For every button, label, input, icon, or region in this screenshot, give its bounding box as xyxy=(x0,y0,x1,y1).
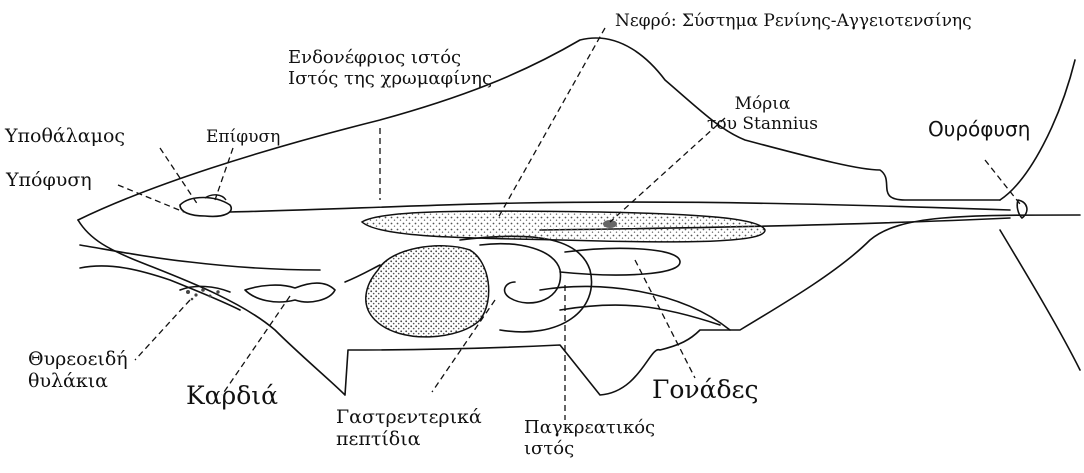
label-gonads: Γονάδες xyxy=(652,376,758,405)
label-gi-line1: Γαστρεντερικά xyxy=(336,407,482,429)
brain xyxy=(180,198,231,217)
intestine-loop xyxy=(480,244,560,303)
label-gi-peptides: Γαστρεντερικά πεπτίδια xyxy=(336,407,482,451)
caudal-fin-lower xyxy=(1000,230,1080,370)
heart-outline xyxy=(245,283,335,302)
label-stannius: Μόρια του Stannius xyxy=(707,95,818,134)
label-interrenal-line2: Ιστός της χρωμαφίνης xyxy=(288,69,492,90)
label-interrenal: Ενδονέφριος ιστός Ιστός της χρωμαφίνης xyxy=(288,48,492,89)
label-kidney: Νεφρό: Σύστημα Ρενίνης-Αγγειοτενσίνης xyxy=(615,12,972,32)
spinal-cord xyxy=(230,202,1010,212)
leader-thyroid xyxy=(135,300,190,360)
leader-hypothalamus xyxy=(160,148,198,205)
label-stannius-line1: Μόρια xyxy=(707,95,818,115)
label-interrenal-line1: Ενδονέφριος ιστός xyxy=(288,48,492,69)
label-urophysis: Ουρόφυση xyxy=(928,118,1030,141)
label-heart: Καρδιά xyxy=(186,382,278,411)
label-stannius-line2: του Stannius xyxy=(707,115,818,135)
liver xyxy=(366,246,489,337)
label-pancreas-line1: Παγκρεατικός xyxy=(524,418,655,439)
pectoral-fin xyxy=(560,305,720,325)
label-thyroid-line2: θυλάκια xyxy=(28,371,128,393)
label-gi-line2: πεπτίδια xyxy=(336,429,482,451)
label-pancreas: Παγκρεατικός ιστός xyxy=(524,418,655,459)
kidney xyxy=(362,211,765,242)
label-hypothalamus: Υποθάλαμος xyxy=(5,126,125,148)
label-pancreas-line2: ιστός xyxy=(524,439,655,460)
leader-pineal xyxy=(215,148,233,200)
label-pineal: Επίφυση xyxy=(206,128,280,148)
label-pituitary: Υπόφυση xyxy=(6,170,92,192)
label-thyroid: Θυρεοειδή θυλάκια xyxy=(28,349,128,393)
label-thyroid-line1: Θυρεοειδή xyxy=(28,349,128,371)
leader-gonads xyxy=(635,260,695,378)
